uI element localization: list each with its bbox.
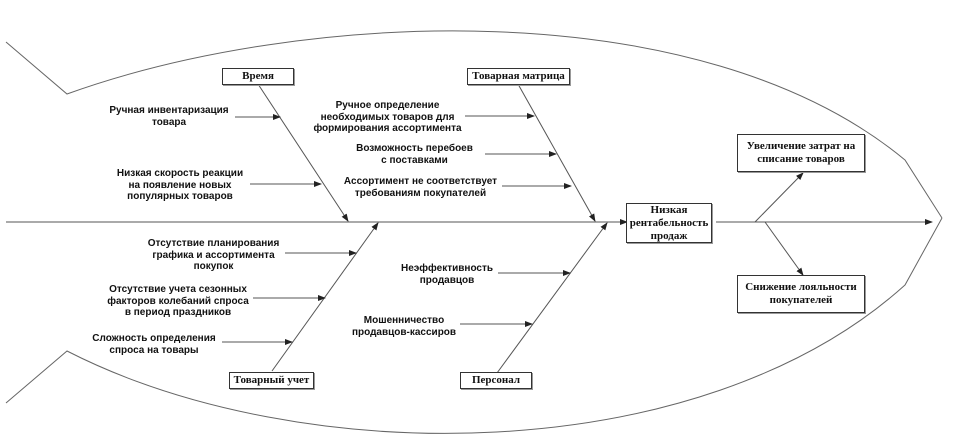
bone-accounting [271, 222, 379, 372]
category-time: Время [222, 68, 294, 85]
bone-time [257, 83, 349, 222]
effect-box: Снижение лояльности покупателей [737, 275, 865, 313]
category-staff: Персонал [460, 372, 532, 389]
cause-label: Низкая скорость реакции на появление нов… [116, 168, 244, 202]
cause-label: Мошенничество продавцов-кассиров [351, 315, 457, 338]
cause-label: Возможность перебоев с поставками [356, 143, 473, 166]
cause-label: Отсутствие планирования графика и ассорт… [147, 238, 280, 272]
effect-arrow-down [764, 221, 804, 276]
effect-arrow-up [754, 172, 804, 223]
category-matrix: Товарная матрица [467, 68, 570, 85]
fish-outline-top [5, 30, 943, 219]
cause-label: Неэффективность продавцов [400, 263, 494, 286]
effect-box: Увеличение затрат на списание товаров [737, 134, 865, 172]
cause-label: Ручная инвентаризация товара [109, 105, 229, 128]
category-accounting: Товарный учет [229, 372, 314, 389]
fish-outline-bottom [5, 217, 943, 434]
cause-label: Сложность определения спроса на товары [92, 333, 216, 356]
cause-label: Отсутствие учета сезонных факторов колеб… [107, 284, 249, 318]
problem-box: Низкая рентабельность продаж [626, 203, 712, 243]
cause-label: Ассортимент не соответствует требованиям… [343, 176, 498, 199]
cause-label: Ручное определение необходимых товаров д… [313, 100, 462, 134]
bone-matrix [517, 83, 596, 222]
bone-staff [496, 222, 608, 374]
